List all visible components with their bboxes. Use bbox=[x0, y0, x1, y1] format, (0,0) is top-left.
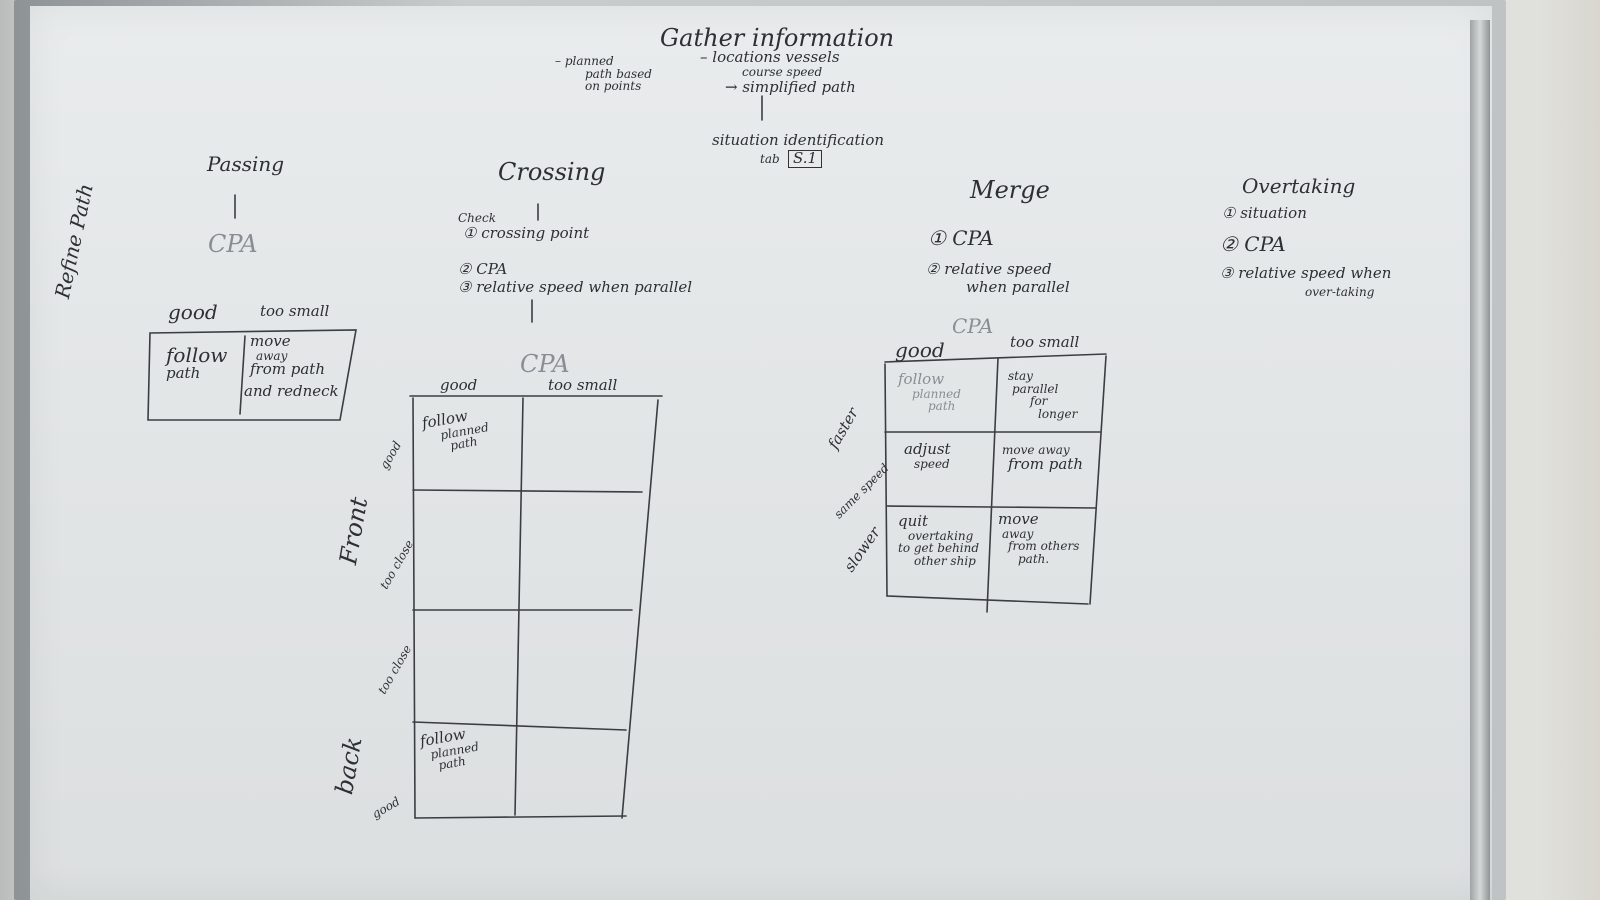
merge-cell-same-good: adjust speed bbox=[904, 440, 951, 470]
cell-line: to get behind bbox=[898, 541, 980, 556]
merge-table-title: CPA bbox=[952, 314, 994, 338]
cell-line: parallel bbox=[1012, 381, 1059, 396]
merge-table-left bbox=[884, 363, 888, 597]
cell-line: longer bbox=[1038, 406, 1078, 421]
situation-identification-label: situation identification bbox=[712, 131, 885, 149]
crossing-table-left bbox=[412, 397, 416, 819]
vessel-info-note: – locations vessels course speed bbox=[700, 48, 840, 78]
cell-line: overtaking bbox=[908, 528, 974, 543]
merge-cell-faster-good: follow planned path bbox=[898, 370, 961, 413]
merge-col-too-small: too small bbox=[1010, 333, 1080, 351]
cell-line: away bbox=[1002, 526, 1034, 541]
cell-line: and redneck bbox=[244, 382, 339, 401]
crossing-check-label: Check bbox=[458, 211, 497, 225]
crossing-table-right bbox=[621, 399, 659, 819]
cell-line: follow bbox=[166, 343, 228, 367]
crossing-cell-back-good: follow planned path bbox=[418, 725, 479, 775]
crossing-item-1: ① crossing point bbox=[463, 224, 590, 242]
merge-table-middle bbox=[986, 357, 999, 613]
overtaking-item-1: ① situation bbox=[1222, 204, 1307, 222]
merge-item-1: ① CPA bbox=[928, 226, 994, 250]
overtaking-item-3-cont: over-taking bbox=[1305, 285, 1375, 299]
crossing-title: Crossing bbox=[498, 158, 606, 186]
overtaking-item-3: ③ relative speed when bbox=[1220, 264, 1392, 282]
crossing-table-middle bbox=[514, 397, 524, 816]
cell-line: other ship bbox=[914, 553, 976, 568]
passing-cpa-label: CPA bbox=[208, 230, 258, 258]
passing-table-divider bbox=[239, 335, 246, 415]
note-line: path based bbox=[585, 66, 652, 81]
crossing-col-too-small: too small bbox=[548, 376, 618, 394]
cell-line: move bbox=[250, 332, 291, 350]
crossing-item-3: ③ relative speed when parallel bbox=[458, 278, 693, 296]
cell-line: from path bbox=[250, 360, 325, 379]
overtaking-title: Overtaking bbox=[1242, 174, 1356, 198]
passing-cell-too-small: move away from path and redneck bbox=[244, 332, 345, 399]
merge-title: Merge bbox=[970, 176, 1050, 204]
overtaking-item-2: ② CPA bbox=[1220, 232, 1286, 256]
crossing-table-title: CPA bbox=[520, 350, 570, 378]
crossing-cell-front-good: follow planned path bbox=[420, 407, 489, 457]
gather-information-title: Gather information bbox=[660, 24, 895, 52]
cell-line: adjust bbox=[904, 440, 951, 458]
passing-title: Passing bbox=[207, 152, 285, 176]
cell-line: quit bbox=[898, 512, 929, 530]
cell-line: move bbox=[998, 510, 1039, 528]
cell-line: follow bbox=[898, 370, 945, 388]
merge-table-right bbox=[1089, 355, 1107, 605]
cell-line: for bbox=[1030, 394, 1048, 409]
crossing-item-2: ② CPA bbox=[458, 260, 508, 278]
cell-line: path bbox=[928, 399, 956, 414]
cell-line: stay bbox=[1008, 369, 1033, 383]
cell-line: from others bbox=[1008, 539, 1080, 554]
merge-cell-slower-small: move away from others path. bbox=[998, 510, 1079, 566]
note-line: – planned bbox=[555, 54, 614, 68]
simplified-path-note: → simplified path bbox=[725, 78, 856, 96]
crossing-col-good: good bbox=[440, 376, 478, 394]
passing-table-border bbox=[147, 329, 357, 421]
passing-col-good: good bbox=[168, 300, 218, 324]
merge-col-good: good bbox=[895, 338, 945, 362]
cell-line: from path bbox=[1008, 454, 1083, 473]
merge-item-2-cont: when parallel bbox=[966, 278, 1070, 296]
cell-line: path bbox=[166, 364, 201, 382]
merge-cell-faster-small: stay parallel for longer bbox=[1008, 369, 1077, 420]
merge-cell-slower-good: quit overtaking to get behind other ship bbox=[898, 512, 980, 568]
cell-line: move away bbox=[1002, 443, 1070, 457]
cell-line: planned bbox=[912, 386, 961, 401]
cell-line: path. bbox=[1018, 551, 1050, 566]
merge-cell-same-small: move away from path bbox=[1002, 443, 1083, 472]
merge-item-2: ② relative speed bbox=[926, 260, 1052, 278]
tab-label: tab bbox=[760, 152, 780, 166]
planned-path-note: – planned path based on points bbox=[555, 54, 652, 93]
passing-cell-good: follow path bbox=[166, 345, 227, 382]
whiteboard-right-rail bbox=[1470, 20, 1490, 900]
tab-box: S.1 bbox=[788, 150, 823, 168]
note-line: – locations vessels bbox=[700, 48, 840, 66]
cell-line: away bbox=[256, 348, 288, 363]
cell-line: speed bbox=[914, 456, 950, 471]
note-line: on points bbox=[585, 79, 642, 94]
whiteboard bbox=[30, 6, 1492, 900]
note-line: course speed bbox=[742, 64, 823, 79]
passing-col-too-small: too small bbox=[260, 302, 330, 320]
